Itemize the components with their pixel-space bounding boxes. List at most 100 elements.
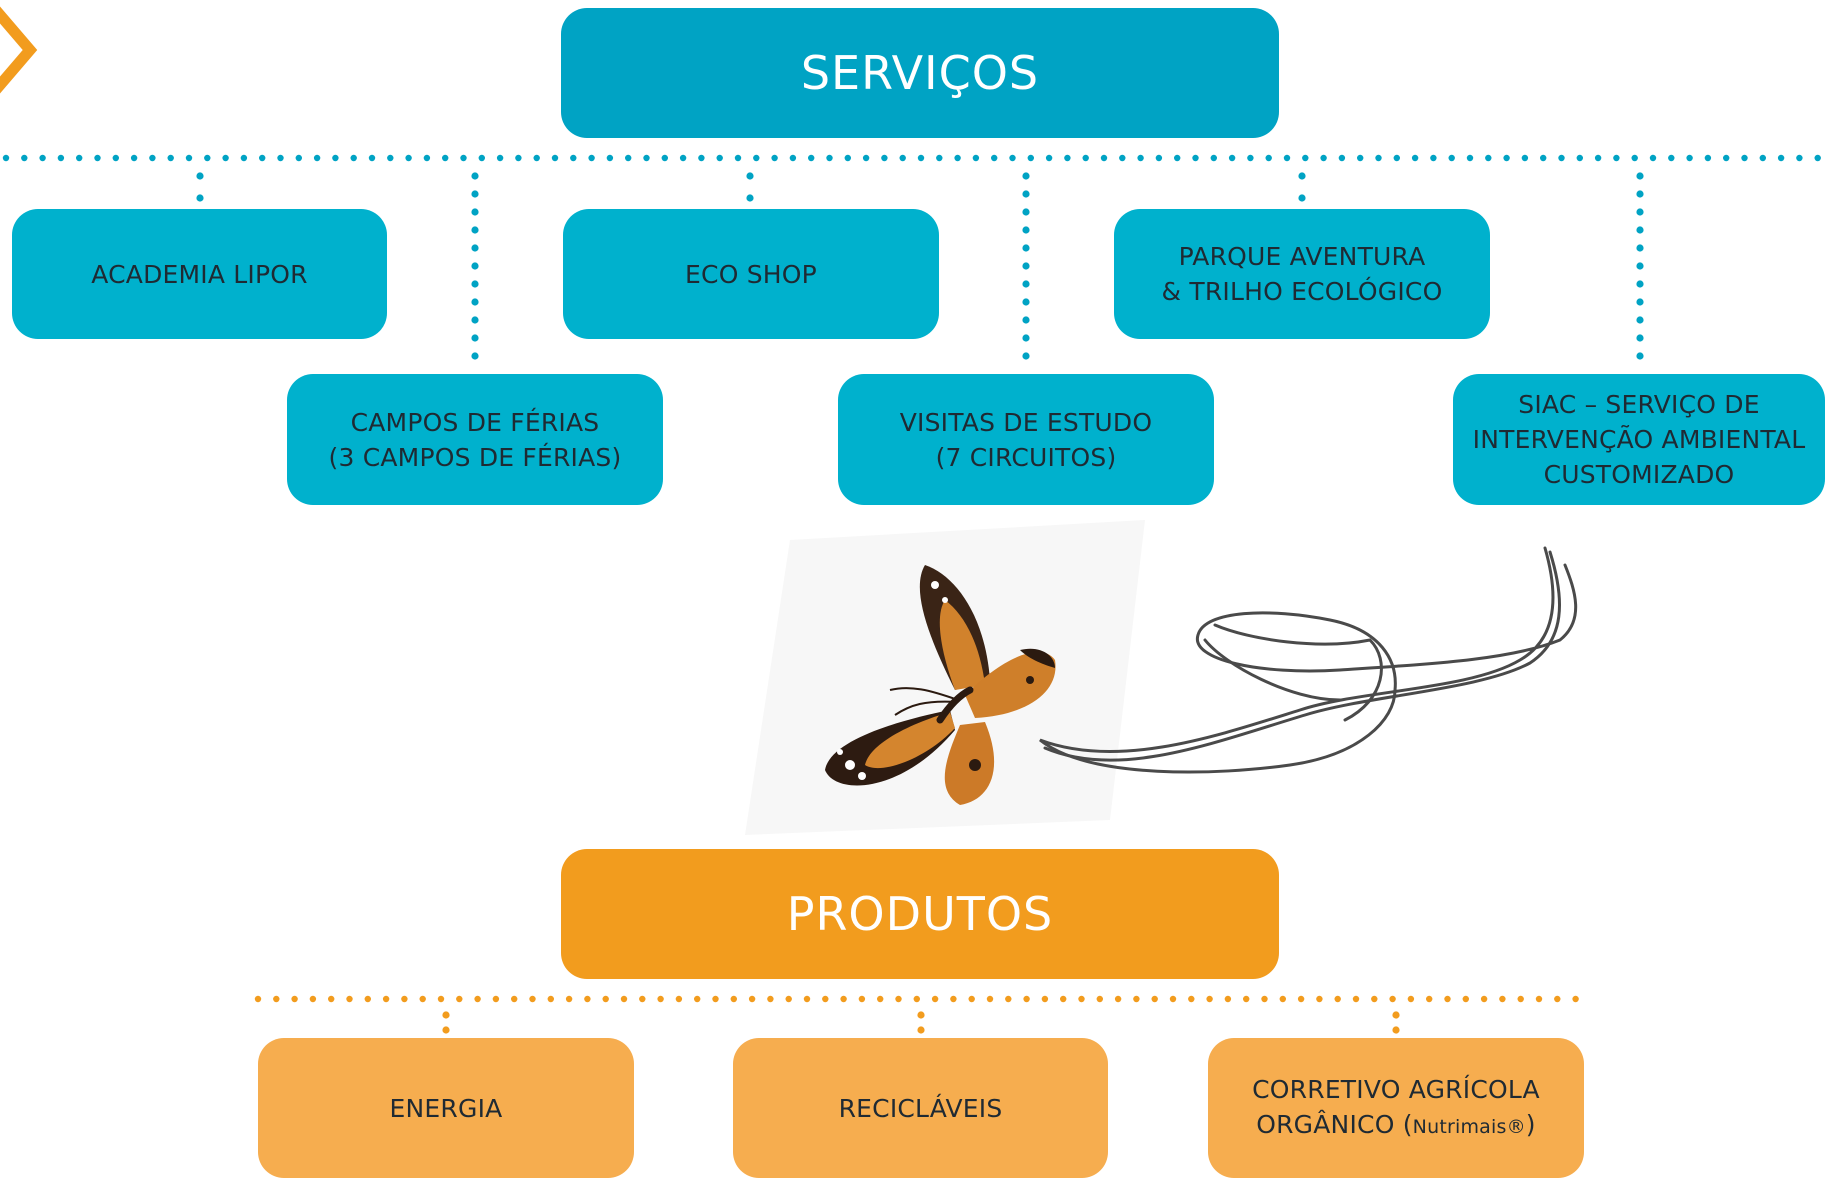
services-header: SERVIÇOS — [561, 8, 1279, 138]
connector-dot — [1316, 995, 1323, 1003]
connector-dot — [734, 154, 742, 162]
connector-dot — [1759, 154, 1767, 162]
connector-dot — [753, 154, 760, 162]
connector-dot — [826, 154, 833, 162]
connector-dot — [1133, 995, 1140, 1003]
product-sublabel: ORGÂNICO (Nutrimais®) — [1252, 1107, 1540, 1145]
connector-dot — [112, 154, 120, 162]
connector-dot — [1078, 995, 1085, 1003]
connector-dot — [405, 154, 412, 162]
connector-dot — [1174, 154, 1181, 162]
connector-dot — [1261, 995, 1268, 1003]
connector-dot — [1649, 154, 1657, 162]
connector-dot — [584, 995, 591, 1003]
connector-dot — [730, 995, 737, 1003]
connector-dot — [149, 154, 156, 162]
connector-dot — [620, 995, 628, 1003]
connector-dot — [471, 244, 479, 252]
connector-dot — [1155, 154, 1163, 162]
connector-dot — [1045, 154, 1053, 162]
connector-dot — [547, 995, 554, 1003]
connector-dot — [1594, 154, 1602, 162]
connector-dot — [1298, 172, 1306, 180]
connector-dot — [986, 995, 994, 1003]
connector-dot — [423, 154, 431, 162]
service-label: PARQUE AVENTURA — [1178, 242, 1426, 271]
connector-dot — [1393, 154, 1401, 162]
services-title: SERVIÇOS — [800, 46, 1040, 100]
connector-dot — [130, 154, 138, 162]
product-reciclaveis: RECICLÁVEIS — [733, 1038, 1108, 1178]
connector-dot — [1357, 154, 1364, 162]
products-header: PRODUTOS — [561, 849, 1279, 979]
connector-dot — [496, 154, 504, 162]
service-academia-lipor: ACADEMIA LIPOR — [12, 209, 387, 339]
connector-dot — [625, 154, 632, 162]
connector-dot — [1247, 154, 1254, 162]
connector-dot — [551, 154, 559, 162]
connector-dot — [1535, 995, 1543, 1003]
connector-dot — [471, 352, 479, 360]
connector-dot — [1022, 226, 1030, 234]
connector-dot — [1636, 226, 1644, 234]
connector-dot — [309, 995, 317, 1003]
connector-dot — [1192, 154, 1199, 162]
connector-dot — [950, 995, 957, 1003]
connector-dot — [840, 995, 847, 1003]
connector-dot — [57, 154, 65, 162]
connector-dot — [1426, 995, 1433, 1003]
connector-dot — [533, 154, 540, 162]
connector-dot — [1022, 352, 1030, 360]
connector-dot — [1100, 154, 1108, 162]
connector-dot — [1243, 995, 1250, 1003]
connector-dot — [917, 154, 925, 162]
connector-dot — [1448, 154, 1455, 162]
connector-dot — [1480, 995, 1488, 1003]
connector-dot — [76, 154, 83, 162]
product-label: ENERGIA — [389, 1093, 503, 1123]
connector-dot — [917, 1011, 925, 1019]
connector-dot — [694, 995, 701, 1003]
services-dotted-lines — [2, 154, 1821, 360]
connector-dot — [1485, 154, 1492, 162]
connector-dot — [1392, 1011, 1400, 1019]
connector-dot — [474, 995, 481, 1003]
connector-dot — [1444, 995, 1451, 1003]
connector-dot — [1060, 995, 1067, 1003]
connector-dot — [803, 995, 811, 1003]
connector-dot — [917, 1026, 925, 1034]
connector-dot — [716, 154, 723, 162]
connector-dot — [588, 154, 595, 162]
connector-dot — [1022, 172, 1030, 180]
connector-dot — [350, 154, 357, 162]
connector-dot — [808, 154, 815, 162]
connector-dot — [387, 154, 394, 162]
connector-dot — [222, 154, 229, 162]
connector-dot — [471, 226, 479, 234]
connector-dot — [767, 995, 774, 1003]
connector-dot — [1576, 154, 1584, 162]
connector-dot — [1389, 995, 1396, 1003]
connector-dot — [346, 995, 353, 1003]
service-visitas-de-estudo: VISITAS DE ESTUDO (7 CIRCUITOS) — [838, 374, 1214, 505]
connector-dot — [39, 154, 46, 162]
product-corretivo-agricola: CORRETIVO AGRÍCOLA ORGÂNICO (Nutrimais®) — [1208, 1038, 1584, 1178]
connector-dot — [185, 154, 193, 162]
service-sublabel: (3 CAMPOS DE FÉRIAS) — [328, 442, 622, 472]
connector-dot — [1686, 154, 1693, 162]
connector-dot — [1554, 995, 1561, 1003]
product-energia: ENERGIA — [258, 1038, 634, 1178]
connector-dot — [478, 154, 485, 162]
connector-dot — [602, 995, 609, 1003]
connector-dot — [1279, 995, 1287, 1003]
service-label: SIAC – SERVIÇO DE — [1518, 390, 1760, 419]
connector-dot — [844, 154, 851, 162]
connector-dot — [442, 1011, 450, 1019]
connector-dot — [862, 154, 870, 162]
connector-dot — [639, 995, 646, 1003]
connector-dot — [442, 1026, 450, 1034]
connector-dot — [1636, 208, 1644, 216]
connector-dot — [1297, 995, 1305, 1003]
connector-dot — [785, 995, 792, 1003]
